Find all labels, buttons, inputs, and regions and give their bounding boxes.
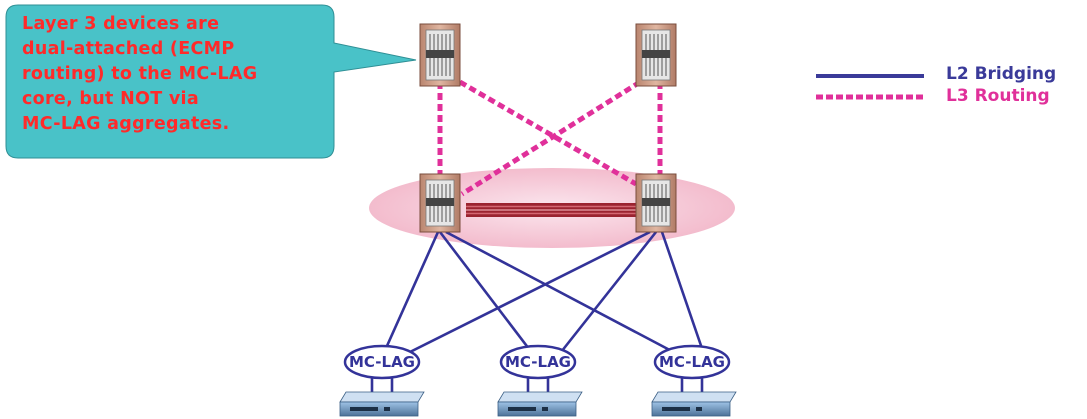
legend-l3-label: L3 Routing bbox=[946, 86, 1050, 106]
l2-link bbox=[660, 231, 710, 367]
mclag-label: MC-LAG bbox=[349, 353, 415, 371]
access-device-icon-3 bbox=[651, 391, 737, 417]
core-switch-icon-left bbox=[419, 173, 461, 233]
mclag-label: MC-LAG bbox=[659, 353, 725, 371]
mclag-group-2: MC-LAG bbox=[499, 344, 577, 380]
mclag-group-3: MC-LAG bbox=[653, 344, 731, 380]
callout-bubble bbox=[5, 4, 417, 159]
l2-link bbox=[548, 231, 658, 367]
access-device-icon-1 bbox=[339, 391, 425, 417]
callout-line: routing) to the MC-LAG bbox=[22, 64, 258, 84]
callout-text: Layer 3 devices are dual-attached (ECMP … bbox=[22, 12, 322, 137]
l3-routing-links bbox=[437, 79, 663, 197]
l2-bridging-links bbox=[376, 230, 710, 368]
callout-line: MC-LAG aggregates. bbox=[22, 114, 230, 134]
router-icon-top-left bbox=[419, 23, 461, 87]
callout-line: dual-attached (ECMP bbox=[22, 39, 235, 59]
l2-link bbox=[376, 231, 440, 367]
l3-link bbox=[458, 79, 638, 187]
callout-line: Layer 3 devices are bbox=[22, 14, 220, 34]
callout-line: core, but NOT via bbox=[22, 89, 199, 109]
l2-link bbox=[381, 230, 651, 368]
router-icon-top-right bbox=[635, 23, 677, 87]
access-device-icon-2 bbox=[497, 391, 583, 417]
access-uplinks bbox=[370, 377, 704, 392]
l2-link bbox=[445, 230, 701, 368]
l2-link bbox=[438, 231, 544, 367]
mclag-label: MC-LAG bbox=[505, 353, 571, 371]
core-isl-link bbox=[466, 203, 636, 217]
legend-l2-label: L2 Bridging bbox=[946, 64, 1057, 84]
l3-link bbox=[460, 79, 642, 197]
core-switch-icon-right bbox=[635, 173, 677, 233]
mclag-group-1: MC-LAG bbox=[343, 344, 421, 380]
